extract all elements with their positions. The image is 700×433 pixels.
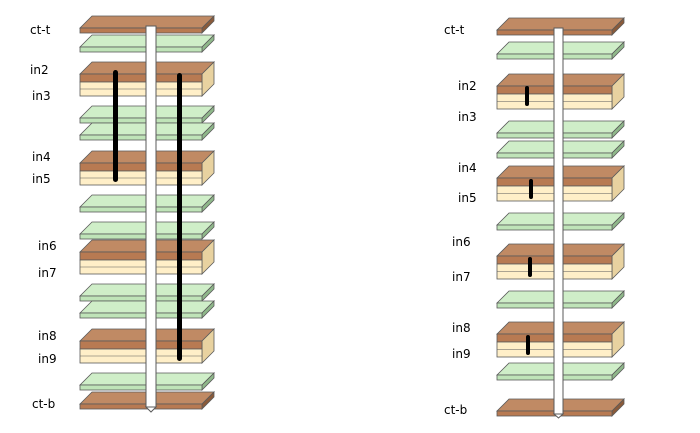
layer-label-in7: in7 [452, 270, 471, 284]
layer-label-in3: in3 [32, 89, 51, 103]
layer-label-in5: in5 [32, 172, 51, 186]
layer-label-in4: in4 [458, 161, 477, 175]
buried-via-in2-in5 [113, 70, 118, 182]
layer-label-ct-b: ct-b [32, 397, 55, 411]
layer-label-in8: in8 [38, 329, 57, 343]
short-via-3 [528, 257, 532, 277]
layer-label-ct-t: ct-t [30, 23, 51, 37]
layer-label-in7: in7 [38, 266, 57, 280]
layer-label-ct-t: ct-t [444, 23, 465, 37]
layer-label-ct-b: ct-b [444, 403, 467, 417]
through-hole-via-tip [144, 406, 158, 413]
through-hole-via-tip [552, 413, 565, 419]
right-stackup-diagram: ct-t in2 in3 in4 in5 in6 in7 in8 in9 ct-b [444, 17, 625, 419]
layer-label-in5: in5 [458, 191, 477, 205]
layer-label-in6: in6 [38, 239, 57, 253]
layer-label-in6: in6 [452, 235, 471, 249]
buried-via-in2-in9 [177, 73, 182, 361]
short-via-4 [526, 335, 530, 355]
layer-label-in4: in4 [32, 150, 51, 164]
layer-label-in9: in9 [38, 352, 57, 366]
layer-label-in3: in3 [458, 110, 477, 124]
through-hole-via [553, 27, 564, 415]
short-via-1 [525, 86, 529, 106]
layer-label-in8: in8 [452, 321, 471, 335]
left-stackup-diagram: ct-t in2 in3 in4 in5 in6 in7 in8 in9 ct-b [30, 15, 215, 413]
layer-label-in2: in2 [458, 79, 477, 93]
ct-t-metal-layer [79, 15, 215, 34]
layer-label-in2: in2 [30, 63, 49, 77]
through-hole-via [145, 25, 157, 408]
layer-label-in9: in9 [452, 347, 471, 361]
short-via-2 [529, 179, 533, 199]
